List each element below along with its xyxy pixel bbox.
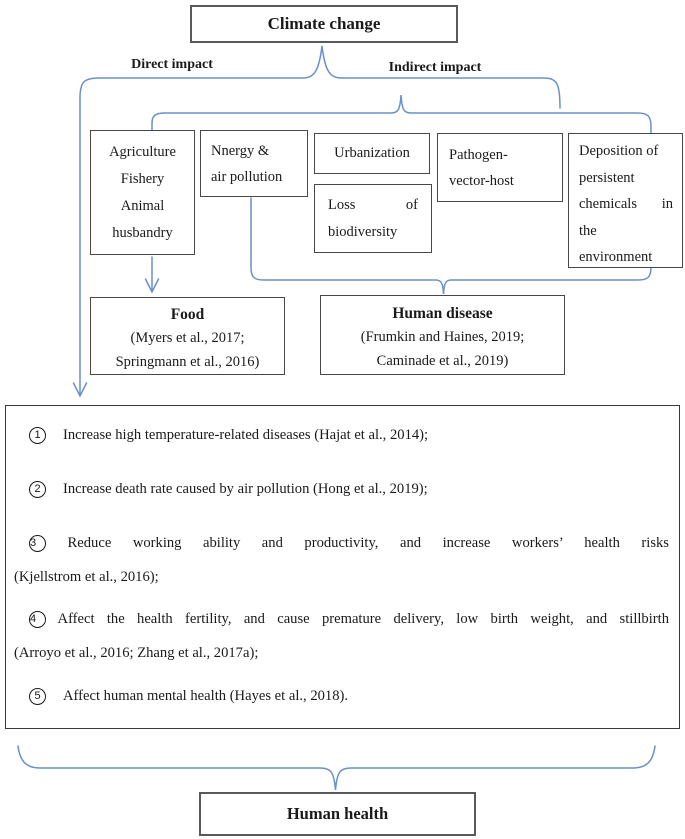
impact-text-3-line-2: (Kjellstrom et al., 2016); xyxy=(14,569,159,585)
in-word: in xyxy=(661,196,673,212)
impact-text-4: Affect the health fertility, and cause p… xyxy=(57,611,669,627)
climate-change-label: Climate change xyxy=(267,14,381,33)
impact-text-4-line-2: (Arroyo et al., 2016; Zhang et al., 2017… xyxy=(14,645,259,661)
circled-number-1: 1 xyxy=(29,427,46,444)
air-pollution-line: air pollution xyxy=(211,168,283,185)
circled-number-4: 4 xyxy=(29,611,46,628)
health-impacts-list-box: 1 Increase high temperature-related disea… xyxy=(5,405,680,729)
fishery-line: Fishery xyxy=(120,170,165,187)
agriculture-to-food-arrow xyxy=(144,256,160,294)
human-disease-box: Human disease (Frumkin and Haines, 2019;… xyxy=(320,295,565,375)
chemicals-word: chemicals xyxy=(579,196,637,212)
deposition-line-1: Deposition of xyxy=(579,143,659,159)
indirect-impact-label: Indirect impact xyxy=(388,60,482,75)
animal-line: Animal xyxy=(120,197,165,214)
husbandry-line: husbandry xyxy=(112,224,173,241)
vector-host-line: vector-host xyxy=(449,172,514,189)
impact-item-2: 2 Increase death rate caused by air pollu… xyxy=(14,472,669,506)
food-box: Food (Myers et al., 2017; Springmann et … xyxy=(90,297,285,375)
deposition-line-2: persistent xyxy=(579,169,635,186)
impact-text-3-line-1: 3 Reduce working ability and productivit… xyxy=(14,526,669,560)
deposition-chemicals-box: Deposition of persistent chemicals in th… xyxy=(568,133,683,268)
impact-item-3: 3 Reduce working ability and productivit… xyxy=(14,526,669,594)
circled-number-5: 5 xyxy=(29,688,46,705)
human-health-box: Human health xyxy=(199,792,476,836)
human-disease-title: Human disease xyxy=(392,305,493,322)
impact-text-2: Increase death rate caused by air pollut… xyxy=(63,481,428,497)
disease-ref-2: Caminade et al., 2019) xyxy=(376,352,509,369)
urbanization-box: Urbanization xyxy=(314,133,430,174)
energy-line: Nnergy & xyxy=(211,142,270,159)
food-ref-1: (Myers et al., 2017; xyxy=(130,330,245,346)
circled-number-2: 2 xyxy=(29,481,46,498)
biodiversity-line-2: biodiversity xyxy=(328,223,398,240)
loss-word: Loss xyxy=(328,196,356,213)
agriculture-line: Agriculture xyxy=(109,143,176,160)
deposition-line-4: the xyxy=(579,222,597,239)
direct-impact-arrow xyxy=(72,97,88,398)
human-health-brace-icon xyxy=(17,745,656,791)
agriculture-fishery-box: Agriculture Fishery Animal husbandry xyxy=(90,130,195,255)
disease-ref-1: (Frumkin and Haines, 2019; xyxy=(360,329,525,345)
direct-impact-label: Direct impact xyxy=(131,57,213,72)
energy-air-pollution-box: Nnergy & air pollution xyxy=(200,130,308,197)
impact-text-1: Increase high temperature-related diseas… xyxy=(63,427,429,443)
climate-split-brace-icon xyxy=(79,45,561,109)
pathogen-line: Pathogen- xyxy=(449,146,508,163)
impact-item-4: 4 Affect the health fertility, and cause… xyxy=(14,602,669,670)
circled-number-3: 3 xyxy=(29,535,46,552)
impact-text-3: Reduce working ability and productivity,… xyxy=(67,535,669,551)
human-health-label: Human health xyxy=(286,804,389,823)
deposition-line-3: chemicals in xyxy=(579,191,673,218)
impact-item-5: 5 Affect human mental health (Hayes et al… xyxy=(14,679,669,713)
pathogen-vector-host-box: Pathogen- vector-host xyxy=(437,133,563,202)
impact-item-1: 1 Increase high temperature-related disea… xyxy=(14,418,669,452)
loss-of-biodiversity-box: Loss of biodiversity xyxy=(314,184,432,253)
food-title: Food xyxy=(170,306,205,323)
deposition-line-5: environment xyxy=(579,249,653,265)
climate-change-box: Climate change xyxy=(190,5,458,43)
food-ref-2: Springmann et al., 2016) xyxy=(115,353,260,370)
biodiversity-line-1: Loss of xyxy=(328,192,418,219)
of-word: of xyxy=(405,196,418,213)
impact-text-4-line-1: 4 Affect the health fertility, and cause… xyxy=(14,602,669,636)
impact-text-5: Affect human mental health (Hayes et al.… xyxy=(63,688,349,704)
urbanization-label: Urbanization xyxy=(334,145,410,161)
